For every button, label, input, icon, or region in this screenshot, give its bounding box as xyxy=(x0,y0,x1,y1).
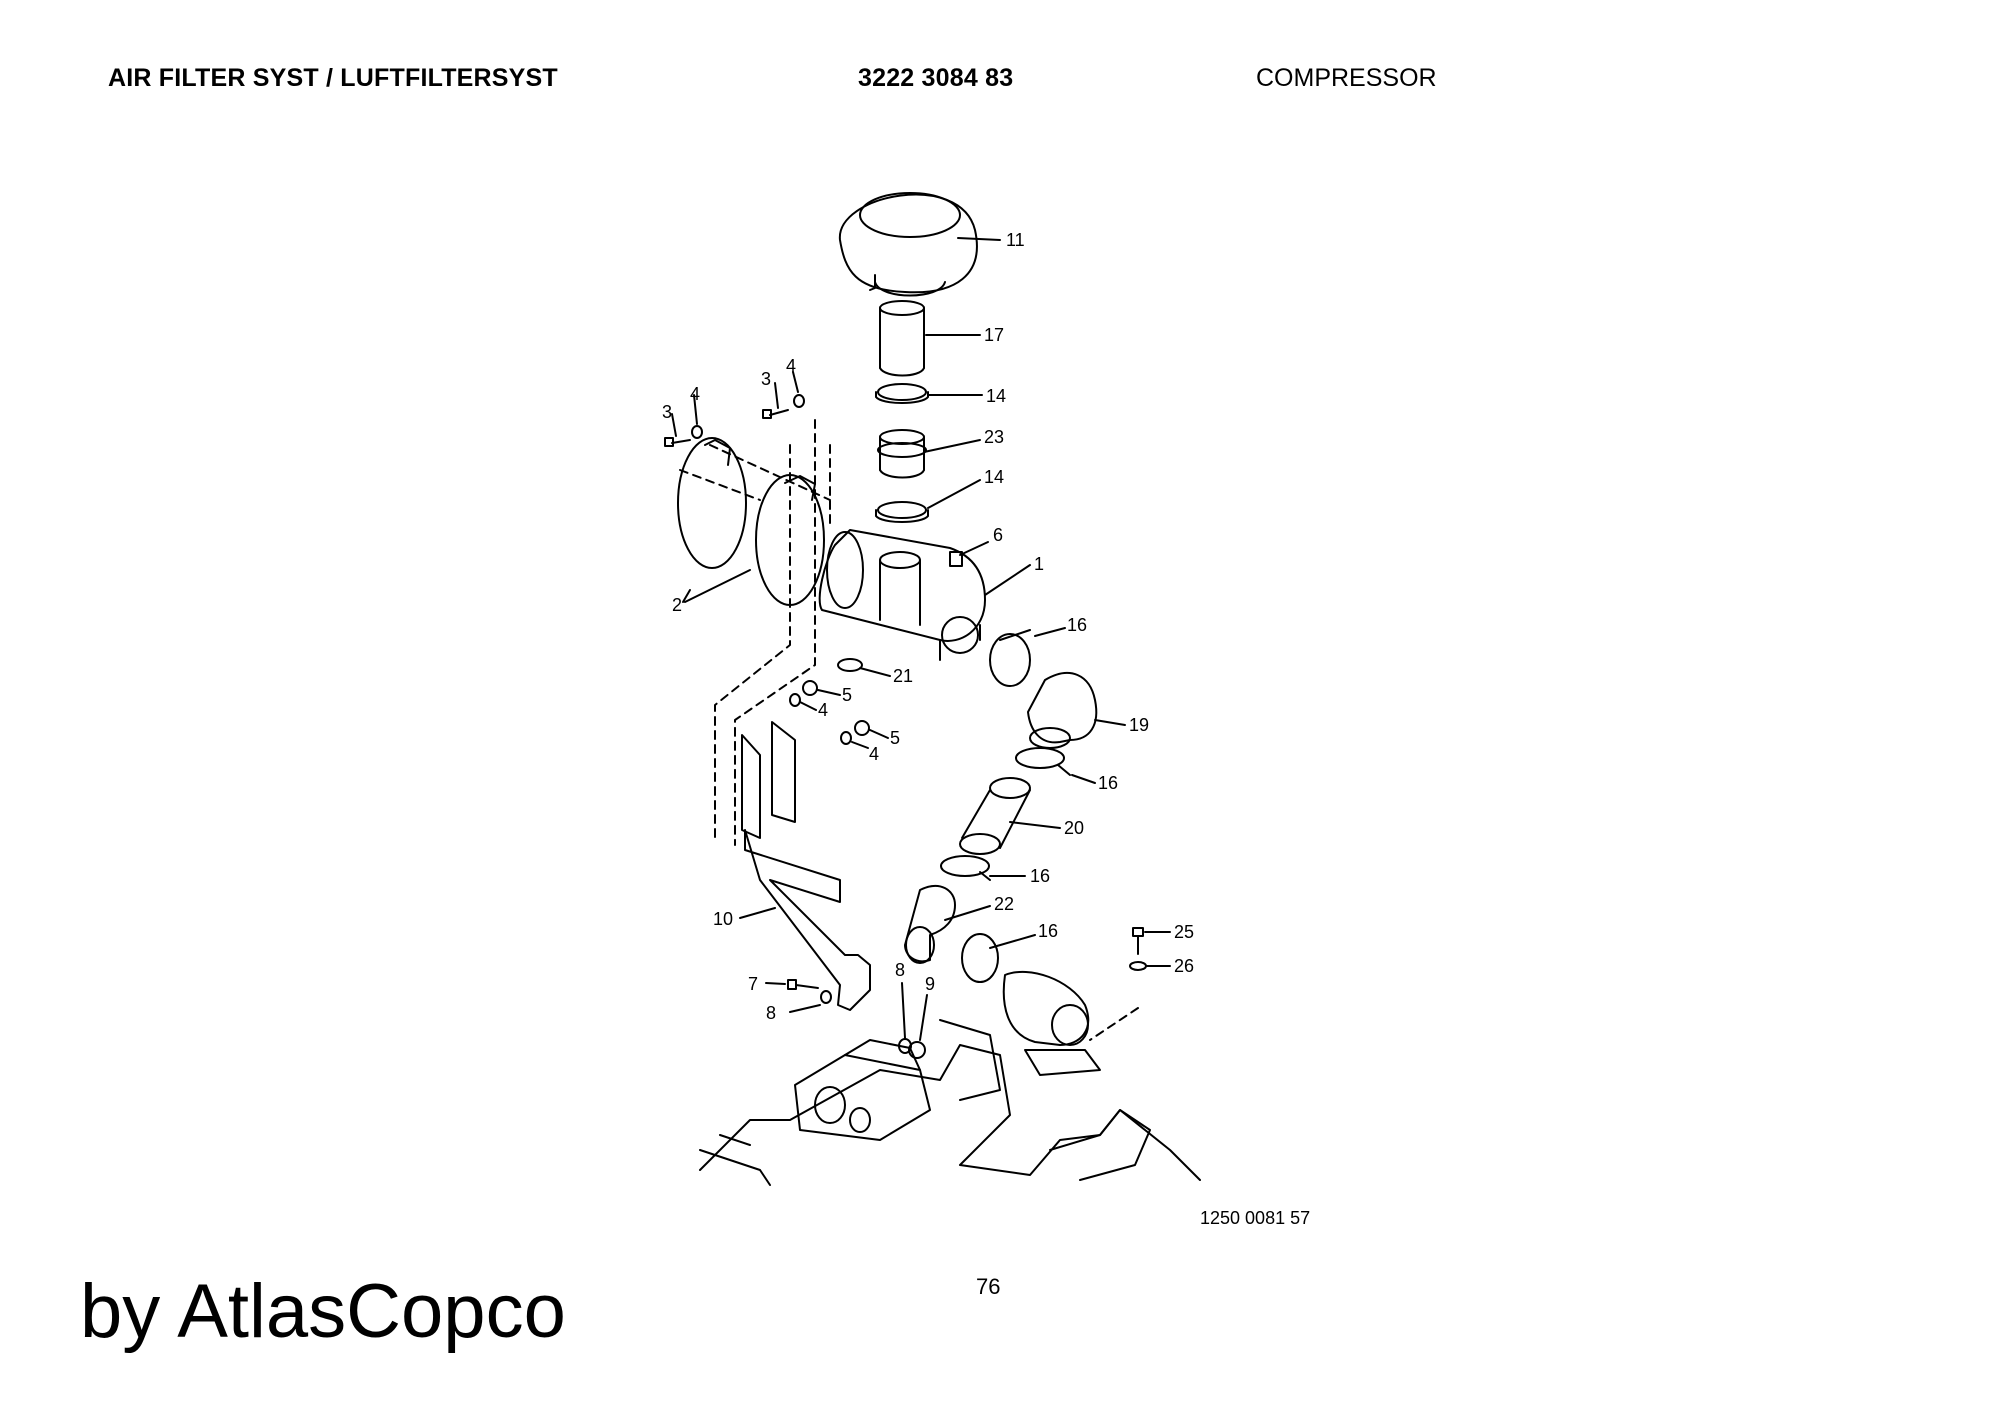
drawing-number: 1250 0081 57 xyxy=(1200,1208,1311,1228)
part-10-bracket xyxy=(741,721,871,1011)
part-3-bolt-b xyxy=(762,409,789,419)
callout-4: 4 xyxy=(690,384,700,404)
part-9-nut xyxy=(908,1041,926,1059)
callout-5: 5 xyxy=(842,685,852,705)
part-16-clamp-c xyxy=(940,855,991,881)
callout-14: 14 xyxy=(984,467,1004,487)
part-3-bolt-a xyxy=(664,437,691,447)
part-19-elbow xyxy=(1027,671,1098,749)
part-8-washer-a xyxy=(820,990,832,1004)
part-22-elbow xyxy=(904,885,956,964)
callout-23: 23 xyxy=(984,427,1004,447)
callout-4: 4 xyxy=(818,700,828,720)
callout-21: 21 xyxy=(893,666,913,686)
callout-9: 9 xyxy=(925,974,935,994)
callout-16: 16 xyxy=(1038,921,1058,941)
callout-22: 22 xyxy=(994,894,1014,914)
callout-4: 4 xyxy=(786,356,796,376)
callout-4: 4 xyxy=(869,744,879,764)
callout-19: 19 xyxy=(1129,715,1149,735)
brand-watermark: by AtlasCopco xyxy=(80,1269,566,1354)
part-4-washer-d xyxy=(840,731,852,745)
part-4-washer-b xyxy=(793,394,805,408)
callout-10: 10 xyxy=(713,909,733,929)
part-7-bolt xyxy=(787,979,819,990)
compressor-base xyxy=(699,1019,1201,1186)
part-16-clamp-b xyxy=(1015,747,1071,776)
part-25-bolt xyxy=(1132,927,1144,955)
part-5-nut-b xyxy=(854,720,870,736)
callout-17: 17 xyxy=(984,325,1004,345)
page-number: 76 xyxy=(976,1274,1001,1299)
callout-11: 11 xyxy=(1006,230,1025,250)
callout-25: 25 xyxy=(1174,922,1194,942)
page-title: AIR FILTER SYST / LUFTFILTERSYST xyxy=(108,64,558,92)
callout-26: 26 xyxy=(1174,956,1194,976)
part-5-nut-a xyxy=(802,680,818,696)
part-17-tube xyxy=(879,300,925,377)
callout-5: 5 xyxy=(890,728,900,748)
part-26-washer xyxy=(1129,961,1147,971)
callout-6: 6 xyxy=(993,525,1003,545)
callout-20: 20 xyxy=(1064,818,1084,838)
part-23-connector xyxy=(877,429,927,479)
callout-3: 3 xyxy=(662,402,672,422)
callout-14: 14 xyxy=(986,386,1006,406)
part-6-indicator xyxy=(949,551,963,567)
part-20-hose xyxy=(959,777,1031,855)
part-14-clamp-b xyxy=(875,501,929,523)
callout-8: 8 xyxy=(766,1003,776,1023)
part-number: 3222 3084 83 xyxy=(858,64,1014,92)
callout-3: 3 xyxy=(761,369,771,389)
callout-16: 16 xyxy=(1067,615,1087,635)
part-14-clamp-a xyxy=(875,383,929,404)
callout-1: 1 xyxy=(1034,554,1044,574)
part-16-clamp-a xyxy=(989,629,1031,687)
callout-2: 2 xyxy=(672,595,682,615)
callout-7: 7 xyxy=(748,974,758,994)
callout-16: 16 xyxy=(1030,866,1050,886)
part-21-valve xyxy=(837,658,863,672)
section-label: COMPRESSOR xyxy=(1256,64,1437,92)
part-4-washer-a xyxy=(691,425,703,439)
part-11-cap xyxy=(838,192,978,297)
outlet-elbow xyxy=(1002,970,1101,1076)
part-2-clamp-ring-a xyxy=(677,437,747,569)
part-4-washer-c xyxy=(789,693,801,707)
part-16-clamp-d xyxy=(961,933,999,983)
callout-16: 16 xyxy=(1098,773,1118,793)
callout-8: 8 xyxy=(895,960,905,980)
part-1-filter-housing xyxy=(818,529,986,661)
